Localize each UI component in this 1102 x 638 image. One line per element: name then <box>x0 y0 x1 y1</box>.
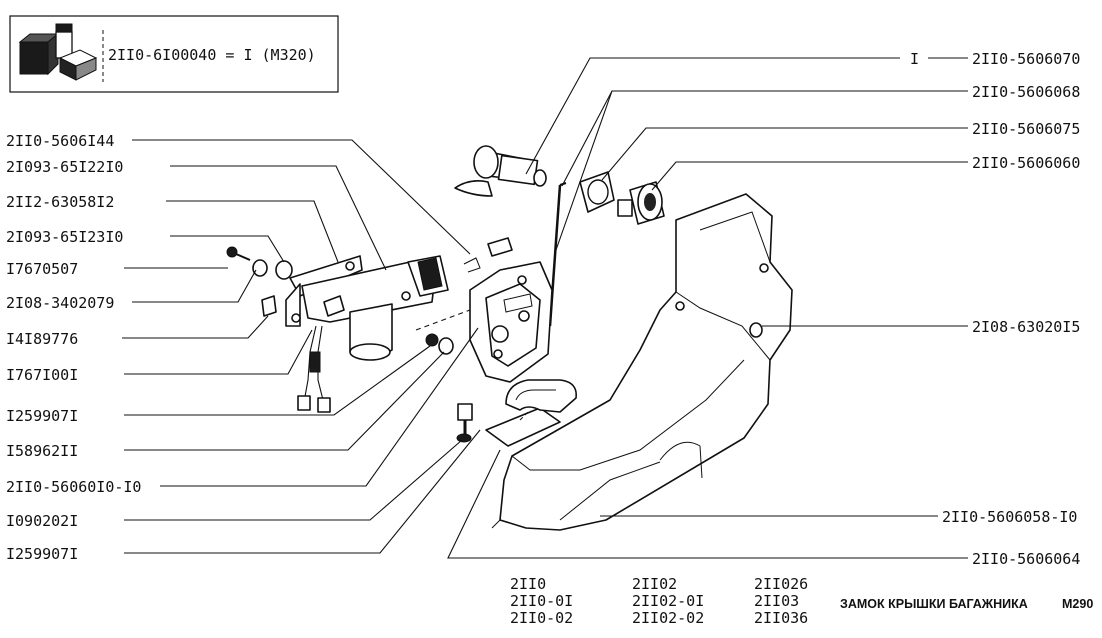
model-code: 2II0-02 <box>510 609 573 627</box>
callout-label: I090202I <box>6 512 78 530</box>
bushing-small <box>252 259 268 277</box>
lock-cylinder <box>454 145 547 197</box>
model-code: 2II02-02 <box>632 609 704 627</box>
header-formula: 2II0-6I00040 = I (М320) <box>108 46 316 64</box>
trim-cover <box>491 193 793 531</box>
screw <box>226 246 238 258</box>
callout-label: 2I093-65I22I0 <box>6 158 123 176</box>
leader-lines <box>122 57 968 559</box>
callout-label: I259907I <box>6 407 78 425</box>
callout-label: 2II2-63058I2 <box>6 193 114 211</box>
gasket-ring <box>579 171 615 213</box>
grommet <box>275 260 293 280</box>
callout-label: 2II0-5606075 <box>972 120 1080 138</box>
clip <box>261 295 277 317</box>
model-code: 2II02 <box>632 575 677 593</box>
model-code: 2II0 <box>510 575 546 593</box>
diagram-title: ЗАМОК КРЫШКИ БАГАЖНИКА <box>840 597 1028 611</box>
callout-label: I259907I <box>6 545 78 563</box>
model-code: 2II026 <box>754 575 808 593</box>
model-code: 2II02-0I <box>632 592 704 610</box>
right-labels: I 2II0-5606070 2II0-5606068 2II0-5606075… <box>910 50 1080 568</box>
callout-label: 2II0-5606I44 <box>6 132 114 150</box>
lock-actuator <box>285 255 449 361</box>
striker <box>485 379 577 447</box>
model-list: 2II0 2II0-0I 2II0-02 2II02 2II02-0I 2II0… <box>510 575 808 627</box>
cylinder-bushing <box>617 181 665 225</box>
model-code: 2II036 <box>754 609 808 627</box>
callout-label: I7670507 <box>6 260 78 278</box>
callout-label: 2II0-5606060 <box>972 154 1080 172</box>
callout-label: I <box>910 50 919 68</box>
callout-label: 2I093-65I23I0 <box>6 228 123 246</box>
callout-label: 2II0-5606068 <box>972 83 1080 101</box>
washer <box>425 333 439 347</box>
page-code: М290 <box>1062 597 1093 611</box>
header-box: 2II0-6I00040 = I (М320) <box>9 15 339 93</box>
callout-label: 2II0-56060I0-I0 <box>6 478 141 496</box>
callout-label: 2I08-63020I5 <box>972 318 1080 336</box>
trim-clip <box>749 322 763 338</box>
callout-label: I58962II <box>6 442 78 460</box>
callout-label: 2II0-5606070 <box>972 50 1080 68</box>
callout-label: 2I08-3402079 <box>6 294 114 312</box>
callout-label: I767I00I <box>6 366 78 384</box>
model-code: 2II03 <box>754 592 799 610</box>
left-labels: 2II0-5606I44 2I093-65I22I0 2II2-63058I2 … <box>6 132 141 563</box>
nut <box>438 337 454 355</box>
bolt <box>456 403 473 443</box>
callout-label: 2II0-5606058-I0 <box>942 508 1077 526</box>
callout-label: 2II0-5606064 <box>972 550 1080 568</box>
plug <box>487 237 513 257</box>
callout-label: I4I89776 <box>6 330 78 348</box>
spring-clip <box>463 257 481 273</box>
wiring-harness <box>297 325 331 413</box>
model-code: 2II0-0I <box>510 592 573 610</box>
tools-kit-icon <box>18 23 98 81</box>
latch-mechanism <box>469 261 553 383</box>
